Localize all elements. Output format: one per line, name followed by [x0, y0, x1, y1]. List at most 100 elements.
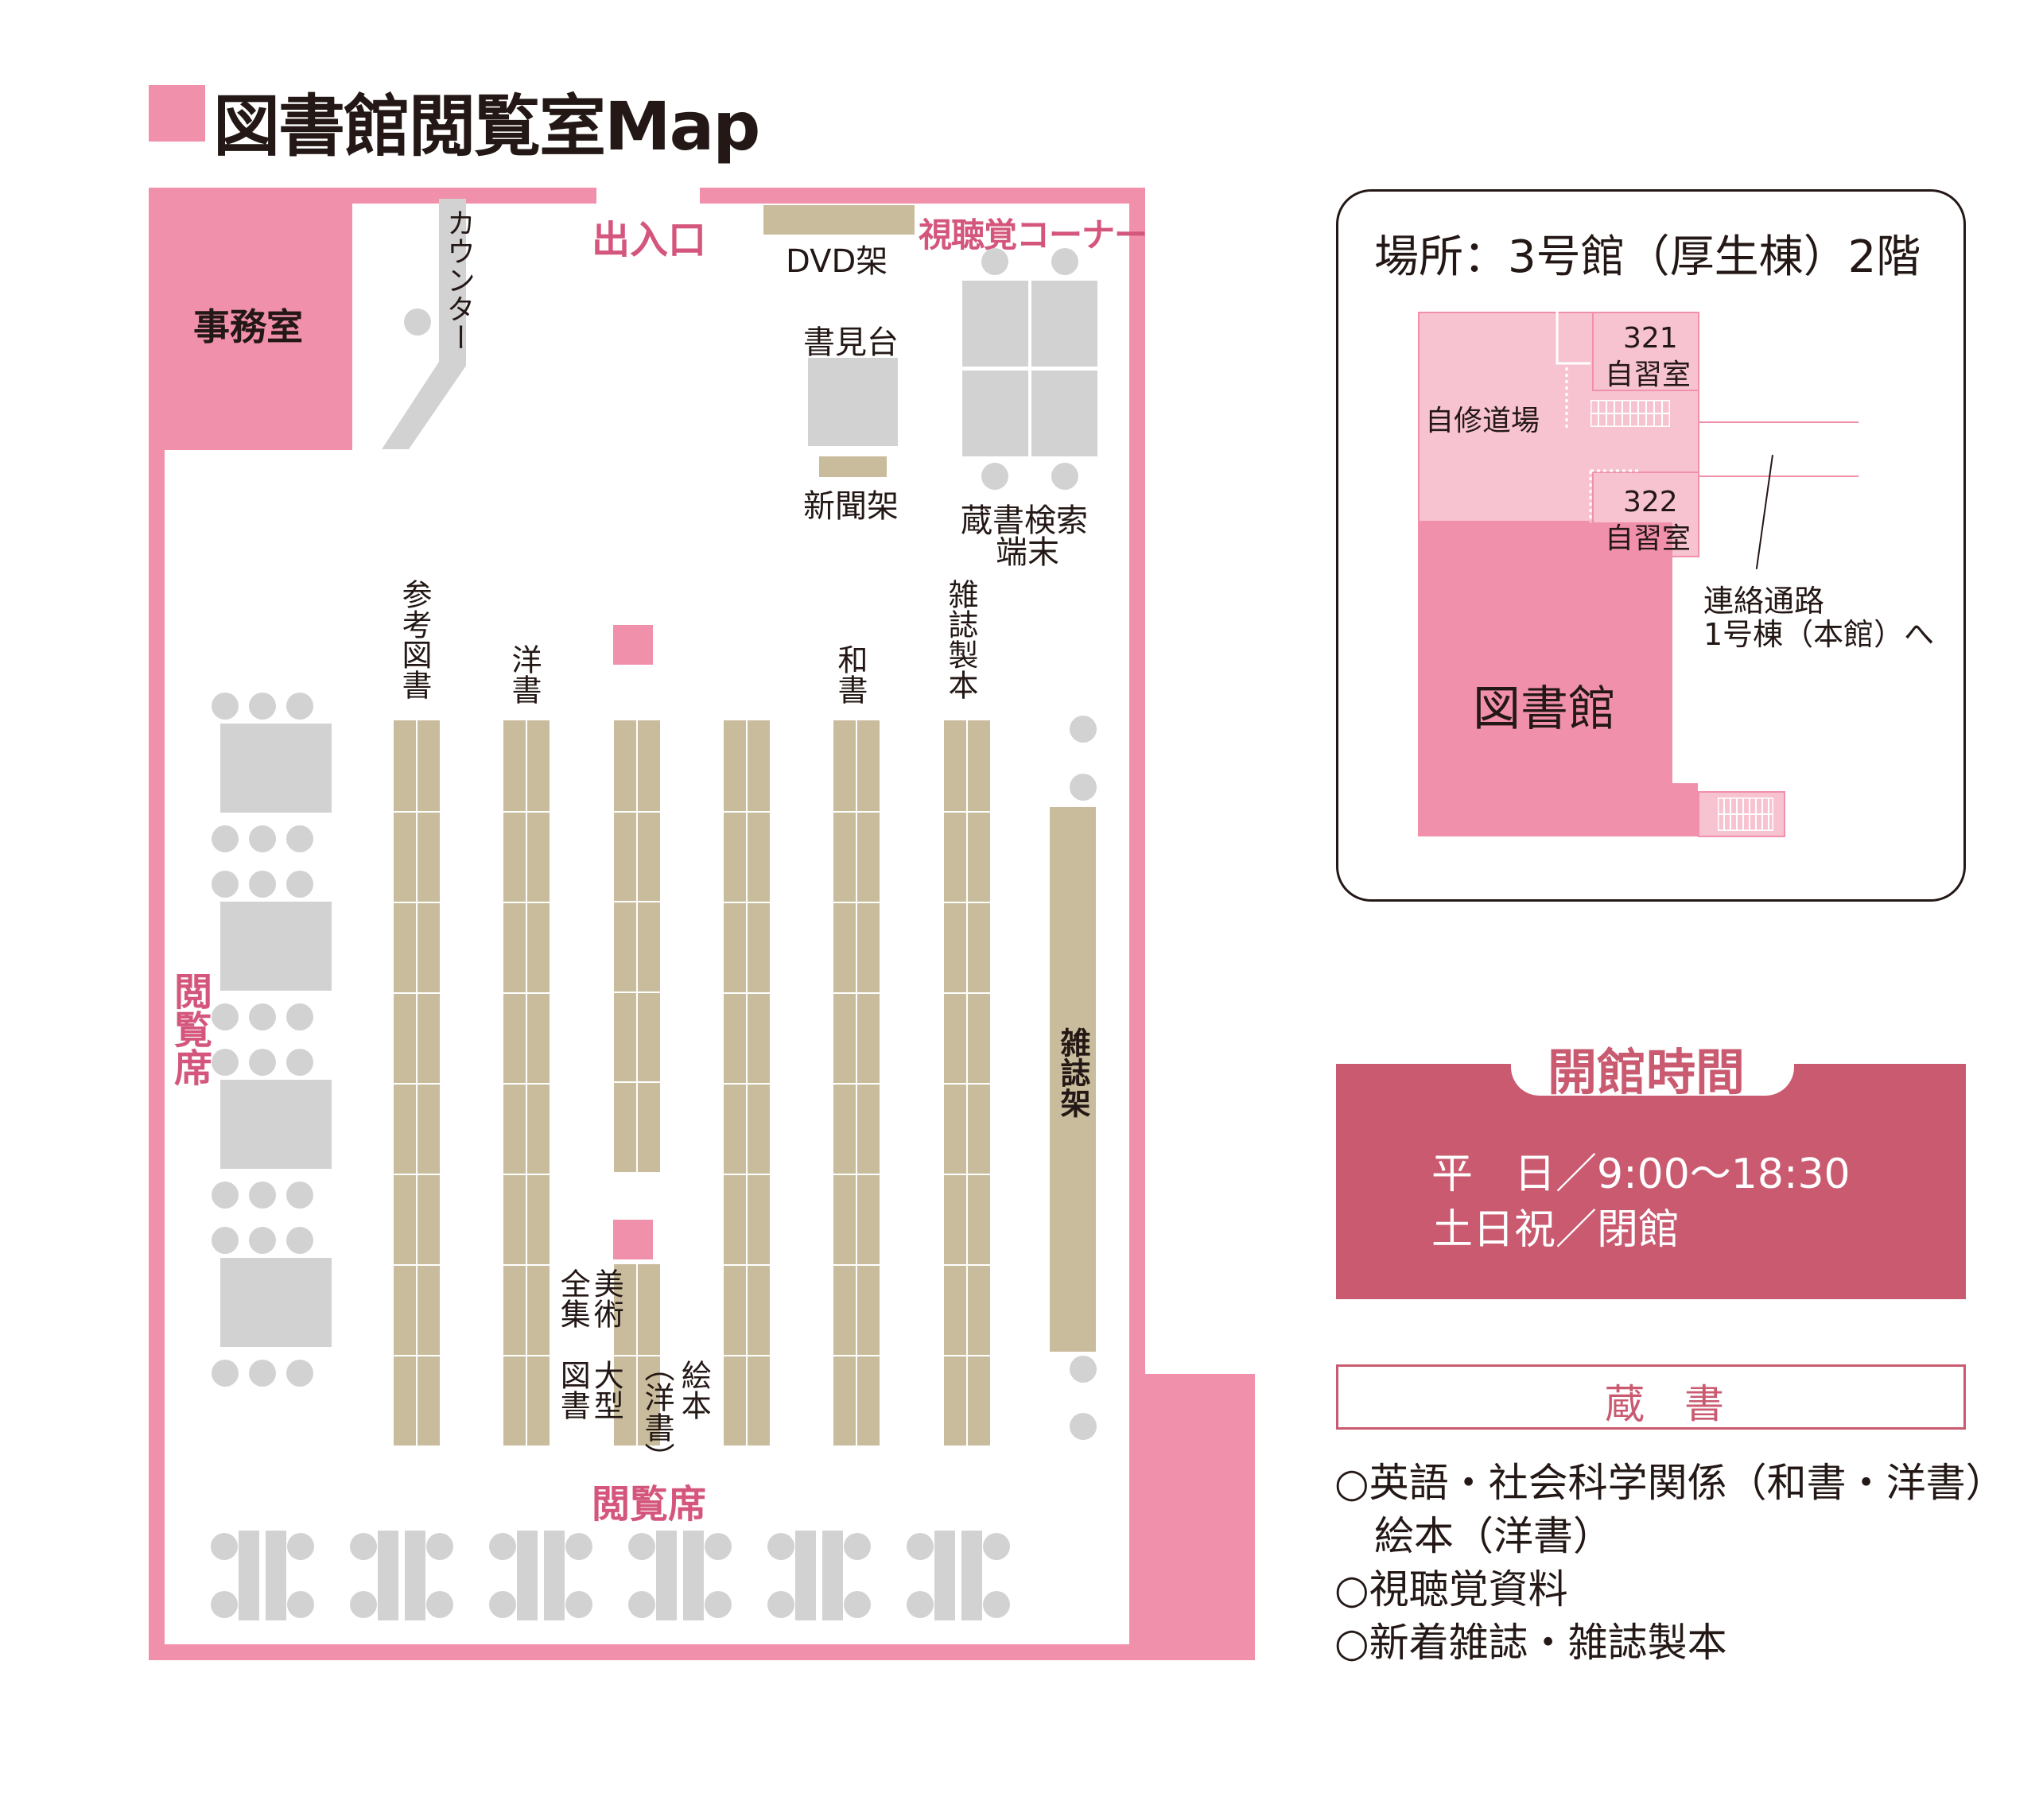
chair	[628, 1591, 655, 1618]
shelf-divider	[833, 811, 880, 813]
carrel-desk	[683, 1531, 704, 1620]
chair	[286, 1049, 313, 1076]
newspaper-rack-label: 新聞架	[803, 488, 899, 525]
chair	[212, 1360, 239, 1387]
chair	[286, 693, 313, 720]
chair	[249, 1227, 276, 1254]
chair	[249, 1049, 276, 1076]
carrel-desk	[266, 1531, 286, 1620]
book-stand	[808, 358, 898, 446]
opac-terminal-label-2: 端末	[996, 534, 1059, 571]
carrel-desk	[961, 1531, 982, 1620]
chair	[983, 1533, 1010, 1560]
room-321-number: 321	[1623, 322, 1678, 355]
reading-table	[220, 724, 332, 813]
passage-line-top	[1699, 421, 1859, 423]
shelf-divider	[833, 1174, 880, 1175]
av-chair	[981, 248, 1008, 275]
stairs-icon	[1718, 797, 1773, 831]
counter-desk	[382, 199, 466, 449]
chair	[249, 1182, 276, 1209]
av-corner-label: 視聴覚コーナー	[919, 215, 1148, 254]
carrel-desk	[544, 1531, 565, 1620]
marker-square	[613, 625, 653, 665]
chair	[286, 1227, 313, 1254]
shelf-divider	[944, 1174, 990, 1175]
shelf-divider	[503, 902, 550, 903]
magazine-chair	[1070, 774, 1097, 801]
chair	[249, 1360, 276, 1387]
av-chair	[1051, 248, 1078, 275]
library-area-right	[1662, 557, 1670, 565]
av-booth	[1031, 281, 1097, 367]
library-area	[1418, 522, 1672, 836]
chair	[767, 1591, 794, 1618]
chair	[983, 1591, 1010, 1618]
reading-table	[220, 1080, 332, 1169]
chair	[350, 1533, 377, 1560]
bookshelf-stack	[724, 720, 770, 1446]
chair	[249, 1003, 276, 1030]
shelf-divider	[394, 902, 440, 903]
chair	[907, 1591, 934, 1618]
chair	[287, 1591, 314, 1618]
chair	[426, 1533, 453, 1560]
shelf-divider	[503, 1355, 550, 1356]
magazine-chair	[1070, 1413, 1097, 1440]
bookshelf-stack	[944, 720, 990, 1446]
reading-table	[220, 1258, 332, 1347]
av-booth	[962, 281, 1028, 367]
shelf-divider	[614, 1081, 660, 1084]
av-booth	[962, 371, 1028, 456]
carrel-desk	[378, 1531, 398, 1620]
magazine-rack	[1050, 807, 1096, 1352]
hours-box	[1336, 1064, 1966, 1299]
shelf-divider	[724, 1264, 770, 1266]
chair	[565, 1533, 592, 1560]
shelf-divider	[503, 1264, 550, 1266]
magazine-rack-label: 雑誌架	[1055, 1027, 1091, 1118]
room-322-name: 自習室	[1605, 522, 1691, 555]
chair	[249, 693, 276, 720]
chair	[565, 1591, 592, 1618]
dvd-shelf	[763, 205, 915, 235]
annex-block	[1129, 1374, 1255, 1660]
shelf-divider	[503, 811, 550, 813]
shelf-divider	[724, 902, 770, 903]
shelf-divider	[394, 1264, 440, 1266]
shelf-divider	[394, 1174, 440, 1175]
shelf-divider	[636, 720, 638, 1172]
bookshelf-stack	[614, 1264, 660, 1446]
chair	[350, 1591, 377, 1618]
interior-walls	[1556, 312, 1638, 522]
japanese-books-label: 和書	[833, 644, 868, 704]
chair	[628, 1533, 655, 1560]
collection-heading-box	[1336, 1364, 1966, 1430]
dvd-shelf-label: DVD架	[786, 243, 888, 280]
picture-books-label: 絵本	[676, 1360, 712, 1420]
chair	[212, 1182, 239, 1209]
reading-seats-bottom-label: 閲覧席	[592, 1482, 707, 1527]
shelf-divider	[503, 992, 550, 994]
chair	[212, 871, 239, 898]
room-322-number: 322	[1623, 486, 1678, 518]
shelf-divider	[724, 1355, 770, 1356]
marker-square	[613, 1220, 653, 1259]
shelf-divider	[944, 992, 990, 994]
location-heading: 場所：3号館（厚生棟）2階	[1374, 231, 1921, 283]
shelf-divider	[394, 1083, 440, 1085]
carrel-desk	[822, 1531, 843, 1620]
room-321-name: 自習室	[1605, 359, 1691, 391]
shelf-divider	[394, 1355, 440, 1356]
shelf-divider	[614, 901, 660, 903]
book-stand-label: 書見台	[803, 324, 899, 361]
collection-item: ○英語・社会科学関係（和書・洋書）	[1334, 1460, 2006, 1506]
collection-item: 絵本（洋書）	[1334, 1513, 1613, 1559]
wall-bottom	[149, 1644, 1255, 1660]
chair	[212, 693, 239, 720]
opac-chair	[1051, 463, 1078, 490]
chair	[211, 1591, 238, 1618]
chair	[705, 1533, 732, 1560]
shelf-divider	[394, 992, 440, 994]
chair	[767, 1533, 794, 1560]
